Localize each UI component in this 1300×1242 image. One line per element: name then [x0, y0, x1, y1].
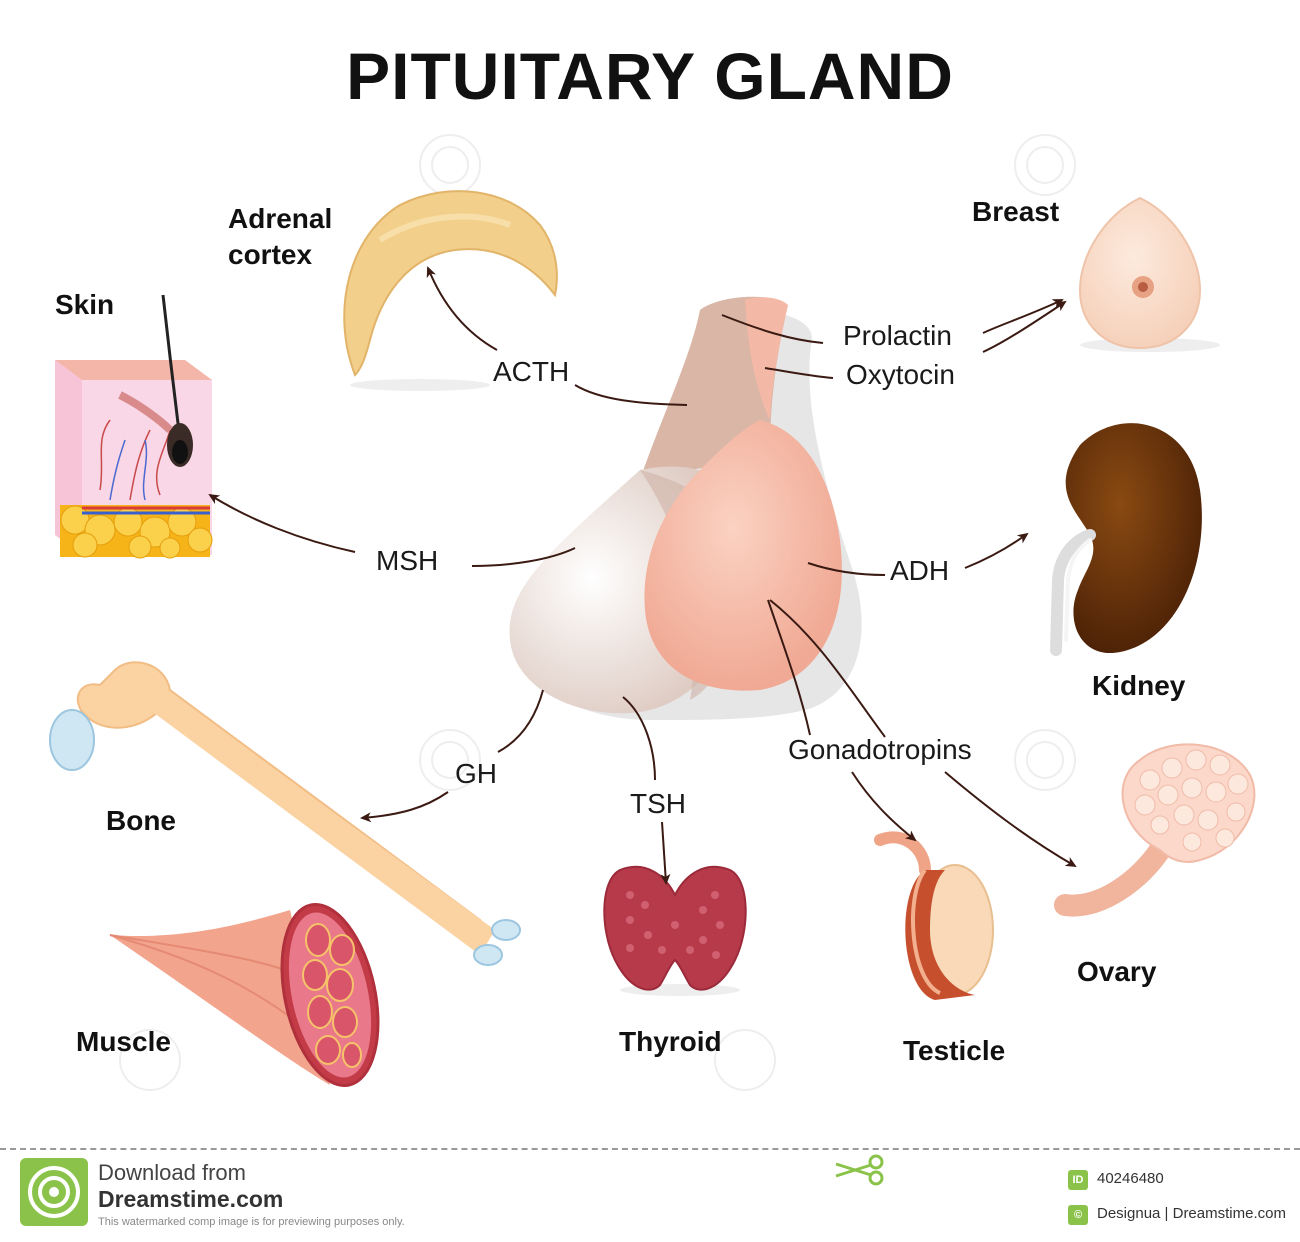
pituitary-diagram [49, 134, 1256, 1091]
label-bone: Bone [106, 805, 176, 836]
label-prolactin: Prolactin [843, 320, 952, 351]
watermark-footer: Download from Dreamstime.com This waterm… [0, 1148, 1300, 1242]
connector-lines [208, 266, 1077, 885]
label-acth: ACTH [493, 356, 570, 387]
label-ovary: Ovary [1077, 956, 1157, 987]
label-tsh: TSH [630, 788, 686, 819]
label-breast: Breast [972, 196, 1060, 227]
dreamstime-logo-icon [20, 1158, 88, 1226]
id-badge-icon: ID [1068, 1170, 1088, 1190]
label-adh: ADH [890, 555, 950, 586]
watermark-disclaimer: This watermarked comp image is for previ… [98, 1216, 405, 1228]
site-name-link[interactable]: Dreamstime.com [98, 1186, 284, 1212]
skin-illustration [55, 294, 213, 559]
adrenal-cortex-illustration [343, 190, 558, 391]
copyright-badge-icon: © [1068, 1205, 1088, 1225]
label-skin: Skin [55, 289, 115, 320]
kidney-illustration [1050, 423, 1202, 656]
ovary-illustration [1054, 743, 1256, 917]
label-oxytocin: Oxytocin [846, 359, 955, 390]
scissors-icon [835, 1154, 884, 1186]
label-gh: GH [455, 758, 497, 789]
pituitary-gland-shape [509, 296, 862, 720]
testicle-illustration [874, 831, 994, 1000]
label-kidney: Kidney [1092, 670, 1186, 701]
bone-illustration [49, 661, 521, 966]
label-testicle: Testicle [903, 1035, 1006, 1066]
label-gonadotropins: Gonadotropins [788, 734, 972, 765]
page-title: PITUITARY GLAND [346, 39, 954, 113]
label-adrenal-cortex: Adrenal cortex [228, 203, 333, 270]
thyroid-illustration [603, 865, 747, 996]
author-credit: Designua | Dreamstime.com [1097, 1205, 1286, 1222]
breast-illustration [1078, 196, 1220, 352]
label-thyroid: Thyroid [619, 1026, 722, 1057]
label-msh: MSH [376, 545, 439, 576]
image-id: 40246480 [1097, 1170, 1164, 1187]
muscle-illustration [109, 903, 380, 1087]
label-muscle: Muscle [76, 1026, 171, 1057]
download-from-text: Download from [98, 1160, 246, 1185]
